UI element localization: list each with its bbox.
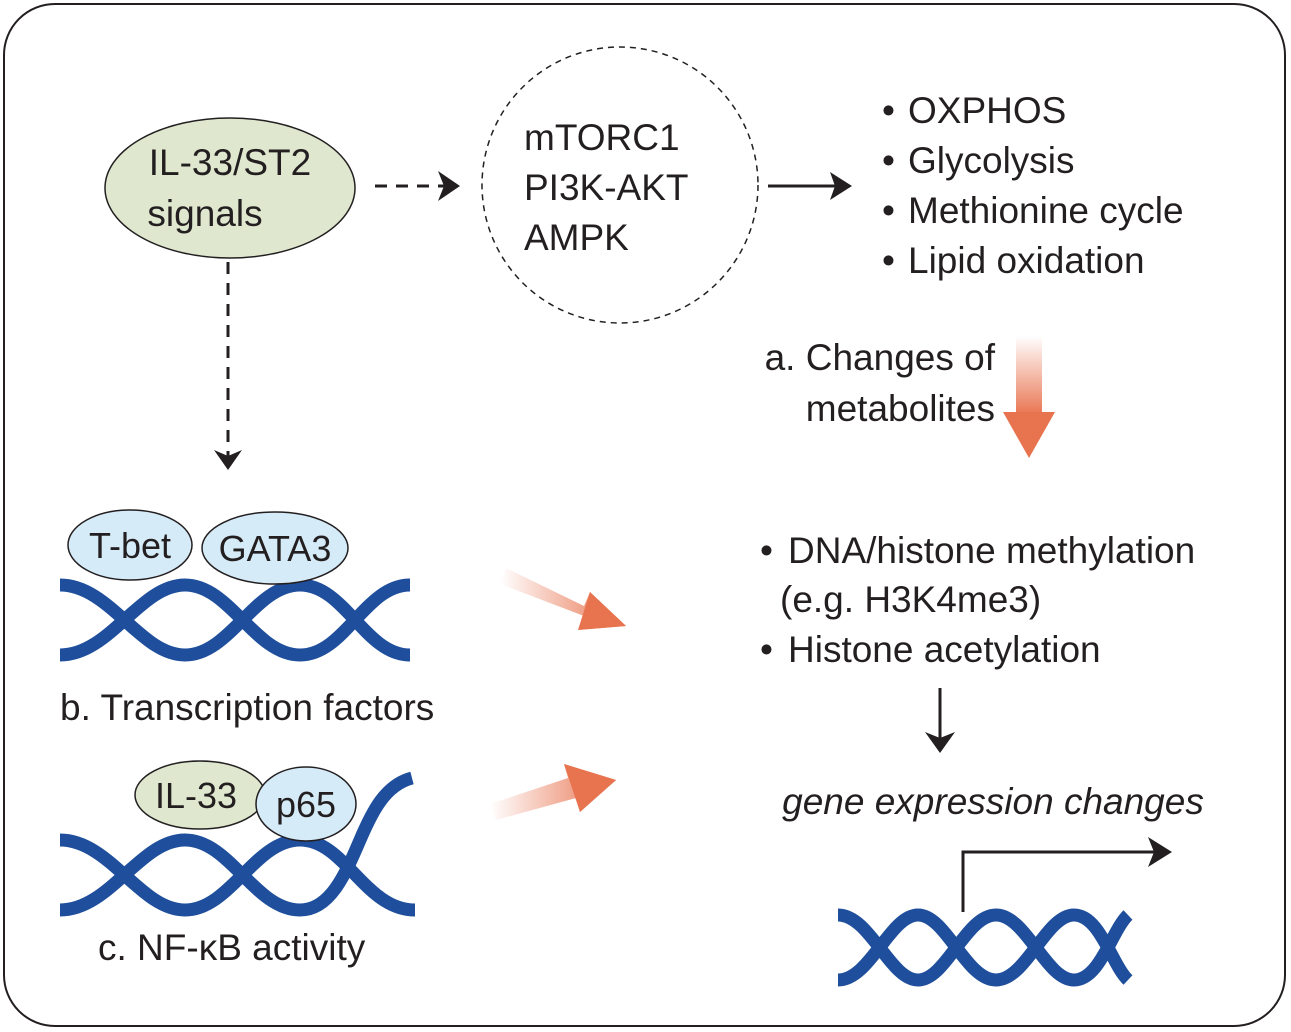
tbet-label: T-bet xyxy=(89,525,171,566)
svg-text:•: • xyxy=(882,90,895,131)
p65-factor: p65 xyxy=(255,766,357,842)
svg-text:•: • xyxy=(882,140,895,181)
dashed-arrow-to-tfs xyxy=(214,262,242,470)
metabolic-pathway-list: • OXPHOS • Glycolysis • Methionine cycle… xyxy=(882,90,1184,281)
epigenetic-acetylation: Histone acetylation xyxy=(788,629,1101,670)
p65-label: p65 xyxy=(276,784,336,825)
orange-arrow-down xyxy=(1003,336,1055,458)
transcription-start-arrow xyxy=(961,837,1172,912)
tbet-factor: T-bet xyxy=(67,509,193,581)
gata3-factor: GATA3 xyxy=(201,511,349,585)
il33-label: IL-33 xyxy=(155,775,237,816)
svg-text:•: • xyxy=(882,190,895,231)
dashed-arrow-to-kinases xyxy=(375,171,460,201)
arrow-to-pathways xyxy=(768,172,852,200)
section-a-line2: metabolites xyxy=(806,388,995,429)
epigenetic-methylation: DNA/histone methylation xyxy=(788,530,1195,571)
il33-factor: IL-33 xyxy=(134,760,266,830)
epigenetic-methylation-example: (e.g. H3K4me3) xyxy=(780,579,1041,620)
svg-text:•: • xyxy=(882,240,895,281)
signal-line2: signals xyxy=(147,193,262,234)
kinase-pi3k-akt: PI3K-AKT xyxy=(524,167,689,208)
arrow-to-gene-expression xyxy=(925,688,955,753)
kinase-node: mTORC1 PI3K-AKT AMPK xyxy=(481,46,759,324)
section-a-line1: a. Changes of xyxy=(765,337,996,378)
pathway-oxphos: OXPHOS xyxy=(908,90,1066,131)
pathway-lipid-oxidation: Lipid oxidation xyxy=(908,240,1145,281)
signal-line1: IL-33/ST2 xyxy=(149,142,311,183)
svg-text:•: • xyxy=(760,629,773,670)
diagram-frame xyxy=(3,3,1286,1027)
section-c-label: c. NF-κB activity xyxy=(98,927,366,968)
dna-helix-c xyxy=(59,771,416,917)
orange-arrow-from-nfkb xyxy=(490,764,616,820)
pathway-methionine-cycle: Methionine cycle xyxy=(908,190,1184,231)
kinase-mtorc1: mTORC1 xyxy=(524,117,680,158)
svg-text:•: • xyxy=(760,530,773,571)
epigenetic-modification-list: • DNA/histone methylation (e.g. H3K4me3)… xyxy=(760,530,1195,670)
il33-st2-signal-node: IL-33/ST2 signals xyxy=(104,117,356,259)
pathway-glycolysis: Glycolysis xyxy=(908,140,1075,181)
section-b-label: b. Transcription factors xyxy=(60,687,434,728)
orange-arrow-from-tfs xyxy=(500,568,626,630)
gene-expression-label: gene expression changes xyxy=(782,781,1204,822)
section-a-label: a. Changes of metabolites xyxy=(765,337,996,429)
kinase-ampk: AMPK xyxy=(524,217,629,258)
dna-helix-b xyxy=(59,578,411,662)
dna-helix-target-gene xyxy=(837,908,1133,987)
gata3-label: GATA3 xyxy=(219,528,332,569)
